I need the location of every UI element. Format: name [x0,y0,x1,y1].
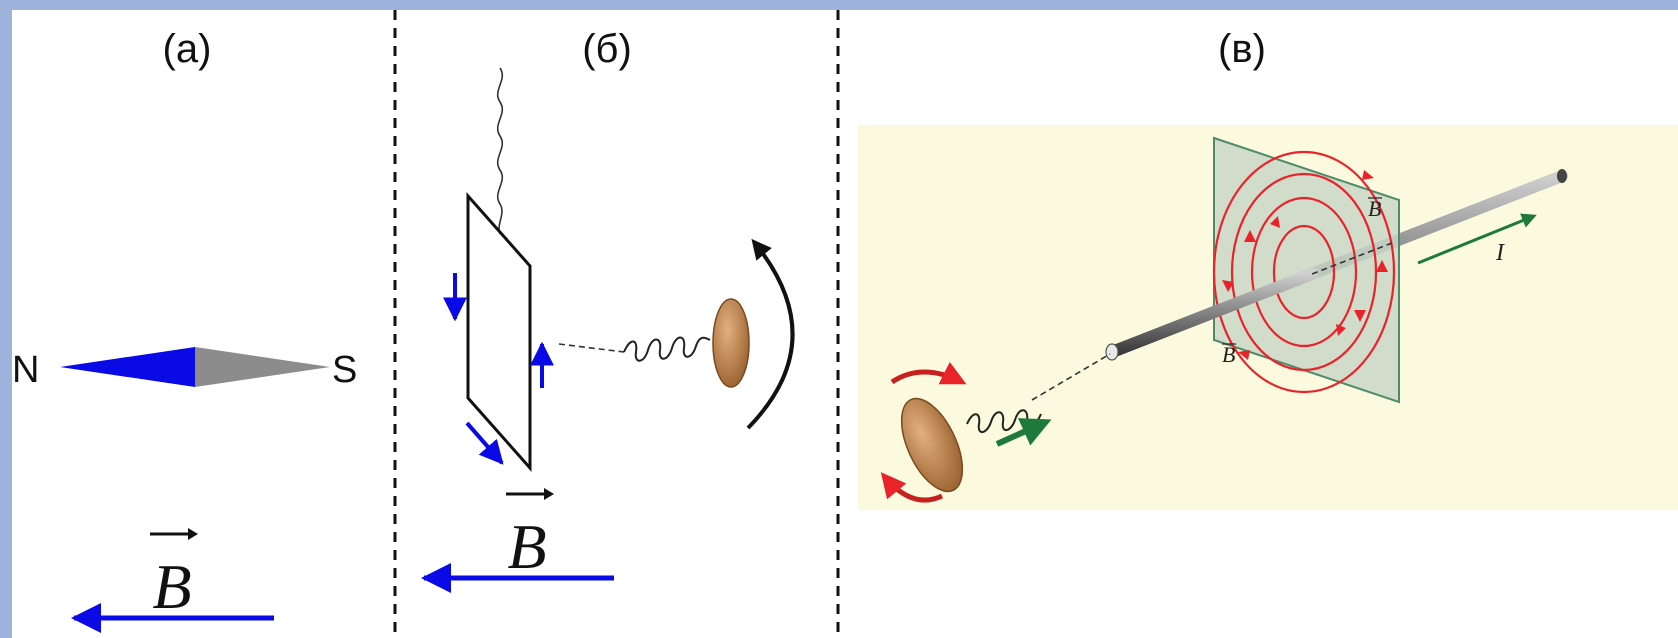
field-arrowhead-4 [1336,324,1346,336]
rotation-arrow-bottom [880,472,944,503]
field-symbol-a: B [152,551,191,622]
current-direction-arrow [1417,213,1537,265]
twist-handle [712,298,750,388]
panel-b: (б) B [421,27,795,593]
field-symbol-b: B [507,511,546,582]
field-arrowhead-2 [1244,230,1256,242]
suspension-thread [496,67,504,235]
twist-handle-c [900,397,964,493]
field-vector-a: B [71,528,274,633]
vector-tip-a [188,528,198,540]
panel-b-label: (б) [582,27,632,71]
field-arrowhead-6 [1238,350,1250,360]
compass-south-half [195,347,330,387]
current-loop-frame [466,192,532,472]
conductor-front [1106,268,1318,358]
field-line-1 [1272,224,1336,320]
vector-tip-b [544,488,554,500]
field-arrowhead-3 [1362,170,1374,180]
figure-svg: (а) N S B (б) [12,10,1678,638]
field-line-arrows [1222,170,1388,360]
field-symbol-c-upper: B [1368,196,1381,221]
figure-canvas: (а) N S B (б) [12,10,1678,638]
field-arrowhead-8 [1376,260,1388,272]
push-direction-arrow [995,418,1052,447]
field-symbol-c-lower: B [1222,342,1235,367]
loop-current-arrow-bottom [465,421,504,465]
field-line-4 [1212,150,1396,394]
conductor-start [1105,343,1119,361]
conductor-hidden-segment [1311,242,1393,275]
rotation-arrow [746,238,795,430]
panel-c: (в) B B [858,27,1678,510]
field-arrowhead-1 [1270,216,1280,228]
field-line-2 [1250,196,1358,348]
panel-c-label: (в) [1218,27,1266,71]
field-arrowhead-5 [1354,310,1366,322]
current-symbol: I [1495,240,1505,266]
compass-north-half [60,347,195,387]
panel-a-label: (а) [163,27,212,71]
north-pole-label: N [12,349,39,391]
compass-needle [60,347,330,387]
torsion-line [558,343,625,353]
field-arrowhead-7 [1222,280,1234,292]
rotation-arrow-top [890,361,967,385]
panel-a: (а) N S B [12,27,357,633]
torsion-spring [623,336,711,362]
conductor-end [1557,169,1567,183]
field-vector-b: B [421,488,614,593]
south-pole-label: S [332,349,357,391]
torsion-line-c [1031,353,1111,401]
